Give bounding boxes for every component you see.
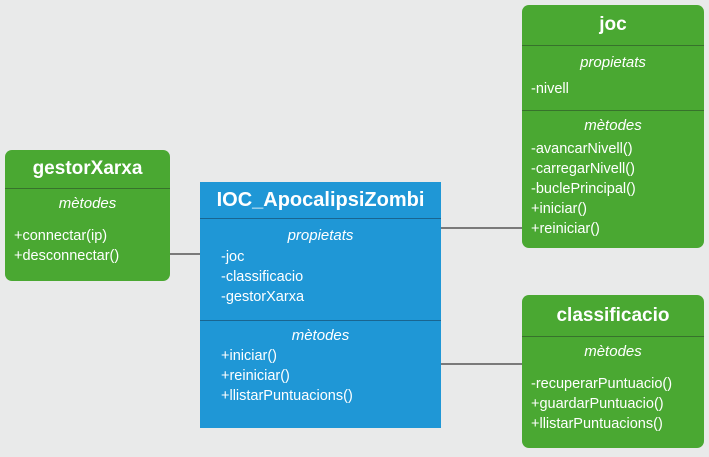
methods-list: +connectar(ip) +desconnectar() [5,226,170,266]
methods-list: -recuperarPuntuacio() +guardarPuntuacio(… [522,374,704,434]
method-item: +desconnectar() [14,248,120,264]
method-item: +llistarPuntuacions() [221,388,353,404]
class-box-ioc-apocalipsizombi[interactable]: IOC_ApocalipsiZombi propietats -joc -cla… [200,182,441,428]
methods-label: mètodes [58,195,117,212]
method-item: -recuperarPuntuacio() [531,376,673,392]
method-item: +connectar(ip) [14,228,108,244]
divider-title [522,336,704,337]
properties-label: propietats [580,54,646,71]
divider-title [522,45,704,46]
methods-list: +iniciar() +reiniciar() +llistarPuntuaci… [200,346,441,406]
class-name-classificacio: classificacio [556,304,670,326]
class-name-ioc-apocalipsizombi: IOC_ApocalipsiZombi [216,188,425,211]
method-item: +guardarPuntuacio() [531,396,664,412]
class-name-joc: joc [599,14,627,35]
class-box-gestorxarxa[interactable]: gestorXarxa mètodes +connectar(ip) +desc… [5,150,170,281]
method-item: +iniciar() [531,201,587,217]
class-box-joc[interactable]: joc propietats -nivell mètodes -avancarN… [522,5,704,248]
methods-label: mètodes [584,343,642,360]
divider-methods [200,320,441,321]
divider-title [5,188,170,189]
method-item: -avancarNivell() [531,141,633,157]
divider-methods [522,110,704,111]
method-item: -buclePrincipal() [531,181,636,197]
class-name-gestorxarxa: gestorXarxa [32,158,143,179]
property-item: -joc [221,249,245,265]
methods-list: -avancarNivell() -carregarNivell() -bucl… [522,139,704,239]
method-item: +reiniciar() [221,368,290,384]
methods-label: mètodes [584,117,642,134]
divider-title [200,218,441,219]
property-item: -gestorXarxa [221,289,305,305]
class-box-classificacio[interactable]: classificacio mètodes -recuperarPuntuaci… [522,295,704,448]
properties-label: propietats [287,227,354,244]
methods-label: mètodes [291,327,350,344]
properties-list: -nivell [522,79,704,99]
properties-list: -joc -classificacio -gestorXarxa [200,247,441,307]
method-item: +iniciar() [221,348,277,364]
property-item: -classificacio [221,269,304,285]
method-item: +reiniciar() [531,221,600,237]
property-item: -nivell [531,81,569,97]
method-item: -carregarNivell() [531,161,635,177]
method-item: +llistarPuntuacions() [531,416,663,432]
